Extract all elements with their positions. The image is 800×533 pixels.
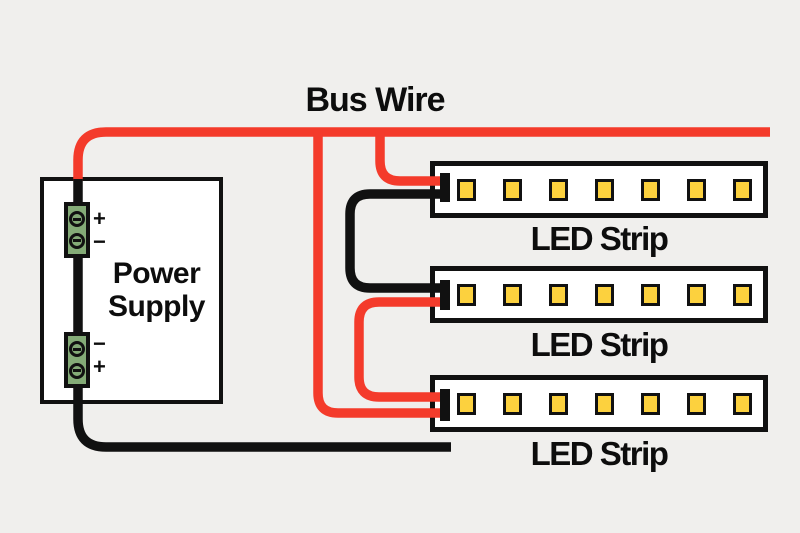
negative-jumper-strip1-strip2-path: [345, 189, 450, 293]
led-chip: [503, 178, 522, 201]
led-chip: [457, 283, 476, 306]
screw-slot: [73, 239, 81, 243]
wire-end-pad: [440, 186, 450, 202]
led-strip-1: [430, 161, 768, 218]
terminal-block-top: [64, 202, 90, 258]
led-chip: [641, 178, 660, 201]
screw-terminal-icon: [69, 211, 85, 228]
wire-end-pad: [440, 294, 450, 310]
led-chip: [503, 392, 522, 415]
terminal-bottom-plus-label: +: [93, 354, 106, 379]
led-chip: [641, 283, 660, 306]
bus-wire-title: Bus Wire: [305, 81, 445, 119]
led-chip: [641, 392, 660, 415]
led-chip: [549, 283, 568, 306]
power-supply-label: Power Supply: [90, 257, 223, 323]
led-chip: [733, 392, 752, 415]
power-supply-label-line2: Supply: [107, 290, 206, 323]
led-chip: [549, 178, 568, 201]
led-chip: [595, 178, 614, 201]
led-chip: [457, 392, 476, 415]
screw-terminal-icon: [69, 362, 85, 379]
positive-jumper-strip2-strip3-path: [354, 297, 450, 402]
screw-terminal-icon: [69, 341, 85, 358]
led-chip: [733, 178, 752, 201]
led-strip-2-label: LED Strip: [530, 326, 669, 363]
terminal-block-bottom: [64, 332, 90, 388]
terminal-bottom-minus-label: −: [93, 331, 106, 356]
led-row: [435, 283, 752, 306]
led-row: [435, 392, 752, 415]
led-chip: [595, 392, 614, 415]
positive-bus-wire-path: [73, 127, 770, 181]
power-supply-label-line1: Power: [112, 257, 201, 290]
screw-slot: [73, 347, 81, 351]
screw-slot: [73, 217, 81, 221]
led-strip-1-label: LED Strip: [530, 220, 669, 257]
led-chip: [687, 283, 706, 306]
led-chip: [595, 283, 614, 306]
led-chip: [549, 392, 568, 415]
terminal-top-minus-label: −: [93, 229, 106, 254]
led-chip: [733, 283, 752, 306]
negative-bus-wire-path: [73, 400, 451, 452]
wire-end-pad: [440, 280, 450, 296]
bus-drop-to-strip1-path: [375, 132, 450, 186]
bus-drop-to-strip3-path: [313, 132, 450, 418]
screw-terminal-icon: [69, 232, 85, 249]
led-chip: [687, 178, 706, 201]
wire-end-pad: [440, 389, 450, 405]
wire-end-pad: [440, 405, 450, 421]
led-row: [435, 178, 752, 201]
led-chip: [503, 283, 522, 306]
led-strip-3: [430, 375, 768, 432]
led-chip: [687, 392, 706, 415]
wire-end-pad: [440, 173, 450, 189]
terminal-top-plus-label: +: [93, 206, 106, 231]
led-strip-3-label: LED Strip: [530, 435, 669, 472]
screw-slot: [73, 369, 81, 373]
led-chip: [457, 178, 476, 201]
led-strip-2: [430, 266, 768, 323]
